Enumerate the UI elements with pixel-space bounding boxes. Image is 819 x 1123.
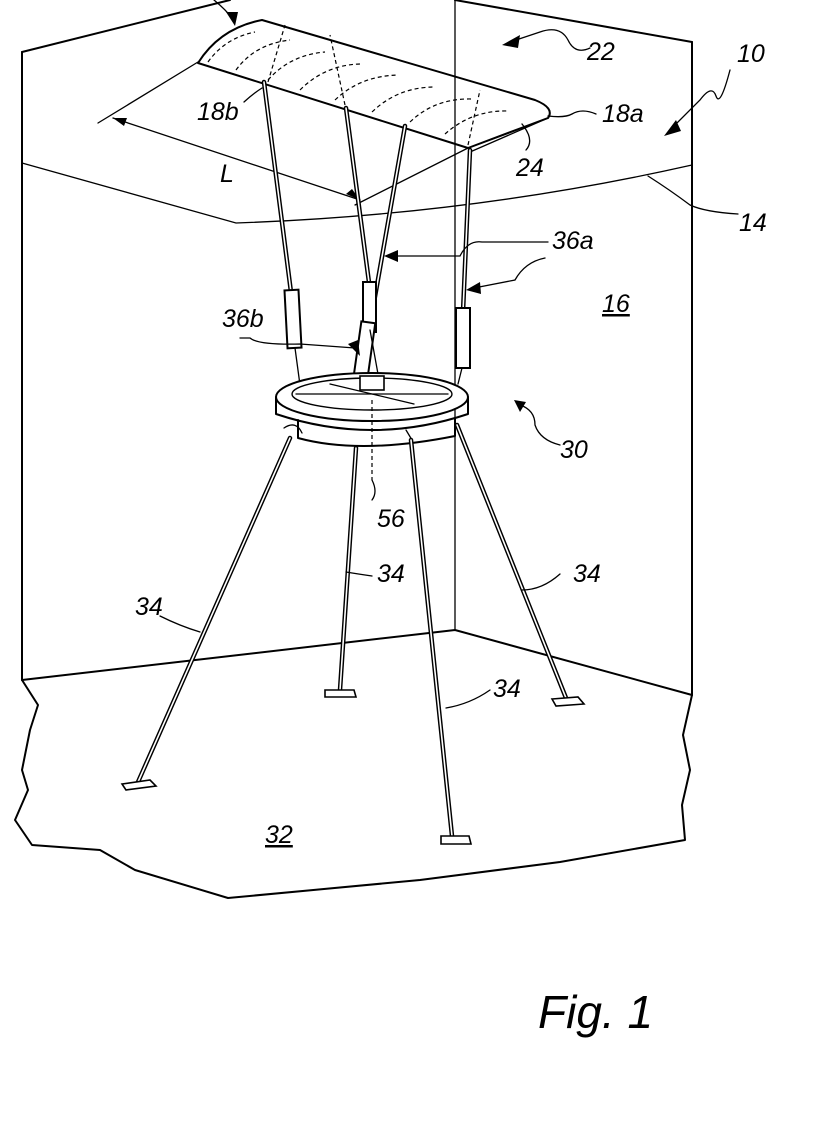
label-tether-3: 34 [135,593,163,621]
label-air-space: 16 [602,290,630,318]
label-axis: 56 [377,505,405,533]
tethers [138,425,566,836]
label-system: 10 [737,40,765,68]
label-ground: 32 [265,821,293,849]
dimension-l [98,62,468,205]
label-edge-a: 18a [602,100,644,128]
label-lines-upper: 36a [552,227,594,255]
figure-caption: Fig. 1 [538,986,653,1038]
label-length: L [220,160,234,188]
label-edge-b: 18b [197,98,239,126]
label-lines-lower: 36b [222,305,264,333]
ground-surface [15,680,692,898]
label-profile: 24 [515,154,544,182]
label-wind: 22 [586,38,615,66]
anchors [122,690,584,844]
label-boundary: 14 [739,209,767,237]
label-tether-2: 34 [573,560,601,588]
label-platform: 30 [560,436,588,464]
label-tether-4: 34 [493,675,521,703]
leaders [160,0,738,708]
label-tether-1: 34 [377,560,405,588]
reference-labels: 10 22 18a 18b 24 L 14 16 36a 36b 30 56 3… [135,38,767,849]
wing [198,20,550,152]
